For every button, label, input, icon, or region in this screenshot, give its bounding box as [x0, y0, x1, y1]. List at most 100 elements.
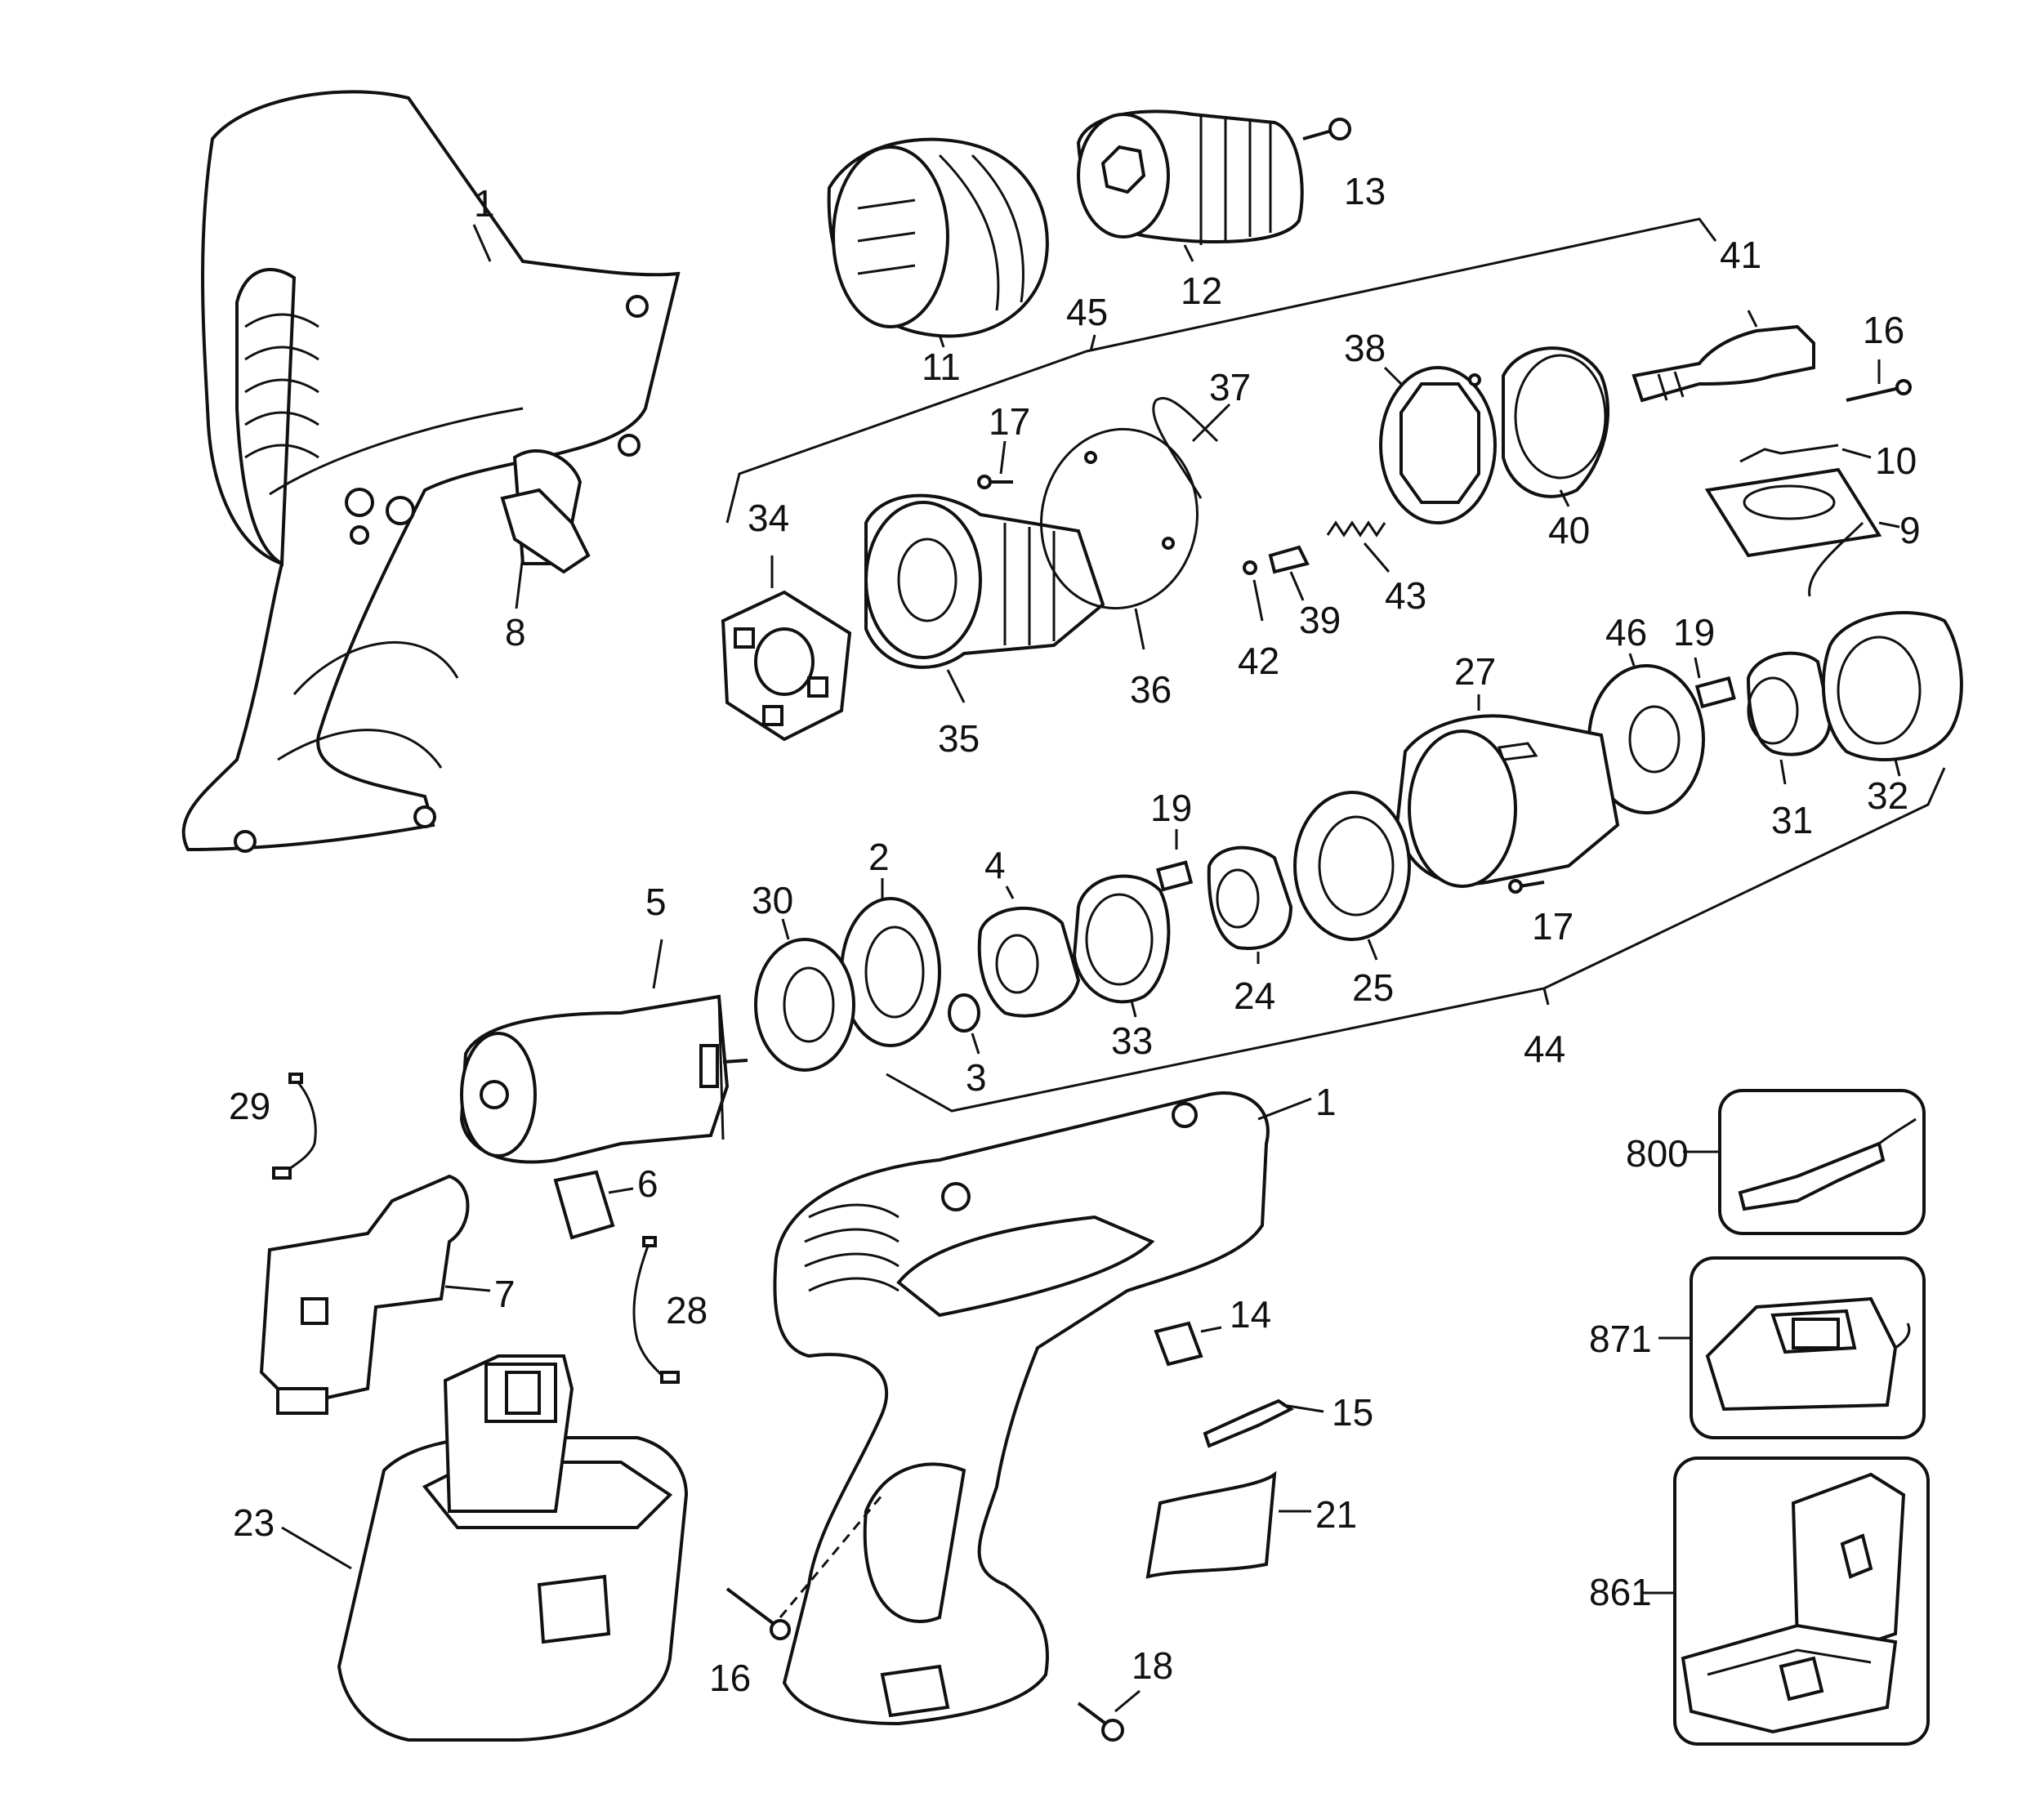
callout-31: 31 [1771, 799, 1813, 841]
part-19-pin-mid: 19 [1150, 787, 1194, 892]
part-37-wire-spring: 37 [1152, 366, 1251, 499]
part-21-label-sticker: 21 [1145, 1470, 1357, 1579]
part-38-plate: 38 [1344, 327, 1497, 524]
callout-6: 6 [637, 1162, 658, 1205]
part-3-pinion: 3 [948, 993, 987, 1099]
callout-3: 3 [966, 1056, 987, 1099]
callout-40: 40 [1548, 509, 1590, 551]
part-31-carrier: 31 [1746, 651, 1832, 841]
callout-4: 4 [984, 844, 1006, 886]
part-35-clutch-housing: 35 [864, 493, 1105, 760]
callout-1-bottom: 1 [1315, 1081, 1337, 1123]
callout-800: 800 [1626, 1132, 1689, 1175]
part-39-pin: 39 [1268, 545, 1341, 641]
part-871-charger: 871 [1589, 1256, 1926, 1439]
part-19-pin-top: 19 [1673, 611, 1736, 709]
part-4-carrier: 4 [977, 844, 1081, 1018]
callout-2: 2 [868, 836, 890, 878]
callout-24: 24 [1234, 975, 1275, 1017]
part-24-carrier: 24 [1207, 845, 1293, 1017]
part-40-ring: 40 [1468, 346, 1609, 551]
callout-8: 8 [505, 611, 526, 654]
assembly-44-bracket: 44 [886, 767, 1946, 1113]
part-18-screw: 18 [1077, 1644, 1173, 1742]
callout-34: 34 [748, 497, 789, 539]
part-34-clutch: 34 [721, 497, 852, 742]
part-2-washer: 2 [840, 836, 941, 1047]
callout-32: 32 [1867, 774, 1908, 817]
callout-861: 861 [1589, 1571, 1652, 1613]
callout-23: 23 [233, 1501, 275, 1544]
callout-45: 45 [1066, 291, 1108, 333]
part-1-housing-assembled: 1 [773, 1081, 1337, 1726]
part-5-motor: 5 [459, 881, 748, 1164]
part-11-collar: 11 [827, 137, 1049, 388]
callout-37: 37 [1209, 366, 1251, 408]
callout-17-top: 17 [989, 400, 1030, 443]
callout-27: 27 [1454, 650, 1496, 693]
part-30-washer: 30 [752, 879, 855, 1072]
callout-1-top: 1 [474, 182, 495, 225]
part-25-ring-gear: 25 [1293, 791, 1411, 1009]
part-46-washer: 46 [1587, 611, 1705, 814]
callout-44: 44 [1524, 1028, 1565, 1070]
callout-11: 11 [922, 346, 961, 388]
part-1-housing-left-half: 1 [181, 90, 681, 853]
callout-19-top: 19 [1673, 611, 1715, 654]
part-16-pin-top: 16 [1846, 309, 1912, 402]
part-42-ball: 42 [1238, 560, 1279, 682]
part-15-bit: 15 [1203, 1391, 1373, 1448]
callout-19-mid: 19 [1150, 787, 1192, 829]
part-23-battery-pack: 23 [233, 1354, 689, 1742]
callout-17-right: 17 [1532, 905, 1574, 948]
callout-13: 13 [1344, 170, 1386, 212]
callout-14: 14 [1230, 1293, 1271, 1336]
part-28-lead-wire: 28 [632, 1236, 708, 1384]
part-800-kit: 800 [1626, 1089, 1926, 1235]
callout-21: 21 [1315, 1493, 1357, 1536]
part-6-switch-clip: 6 [553, 1162, 658, 1240]
callout-42: 42 [1238, 640, 1279, 682]
part-27-gear-case: 27 [1395, 650, 1620, 888]
callout-36: 36 [1130, 668, 1172, 711]
part-861-carrying-case: 861 [1589, 1456, 1930, 1746]
assembly-45-bracket: 45 [725, 217, 1717, 524]
callout-10: 10 [1875, 439, 1917, 482]
callout-16-top: 16 [1863, 309, 1904, 351]
callout-18: 18 [1132, 1644, 1173, 1687]
callout-871: 871 [1589, 1318, 1652, 1360]
callout-25: 25 [1352, 966, 1394, 1009]
part-43-spring: 43 [1326, 520, 1426, 617]
part-12-chuck: 12 [1076, 109, 1304, 312]
callout-5: 5 [645, 881, 667, 923]
callout-46: 46 [1605, 611, 1647, 654]
callout-30: 30 [752, 879, 793, 921]
callout-29: 29 [229, 1085, 270, 1127]
callout-28: 28 [666, 1289, 708, 1332]
part-17-screw-right: 17 [1508, 879, 1574, 948]
callout-41: 41 [1720, 234, 1761, 276]
part-8-forward-reverse-button: 8 [500, 488, 591, 654]
callout-16-bottom: 16 [709, 1657, 751, 1699]
part-13-chuck-screw: 13 [1302, 118, 1386, 212]
callout-9: 9 [1899, 509, 1921, 551]
callout-15: 15 [1332, 1391, 1373, 1434]
part-16-screw-bottom: 16 [709, 1494, 884, 1699]
part-29-lead-wire: 29 [229, 1073, 317, 1180]
callout-12: 12 [1181, 270, 1222, 312]
callout-7: 7 [494, 1273, 516, 1315]
part-14-belt-clip: 14 [1154, 1293, 1271, 1367]
part-10-spring-clip: 10 [1739, 439, 1917, 482]
part-32-ring: 32 [1821, 611, 1963, 817]
callout-35: 35 [938, 717, 980, 760]
part-7-switch: 7 [259, 1174, 516, 1415]
part-41-spindle: 41 [1632, 234, 1815, 403]
callout-39: 39 [1299, 599, 1341, 641]
part-9-plate: 9 [1704, 467, 1921, 597]
part-36-retaining-ring: 36 [1040, 427, 1199, 711]
part-33-ring: 33 [1072, 874, 1171, 1062]
callout-33: 33 [1111, 1019, 1153, 1062]
part-17-screw-top: 17 [977, 400, 1030, 489]
callout-38: 38 [1344, 327, 1386, 369]
